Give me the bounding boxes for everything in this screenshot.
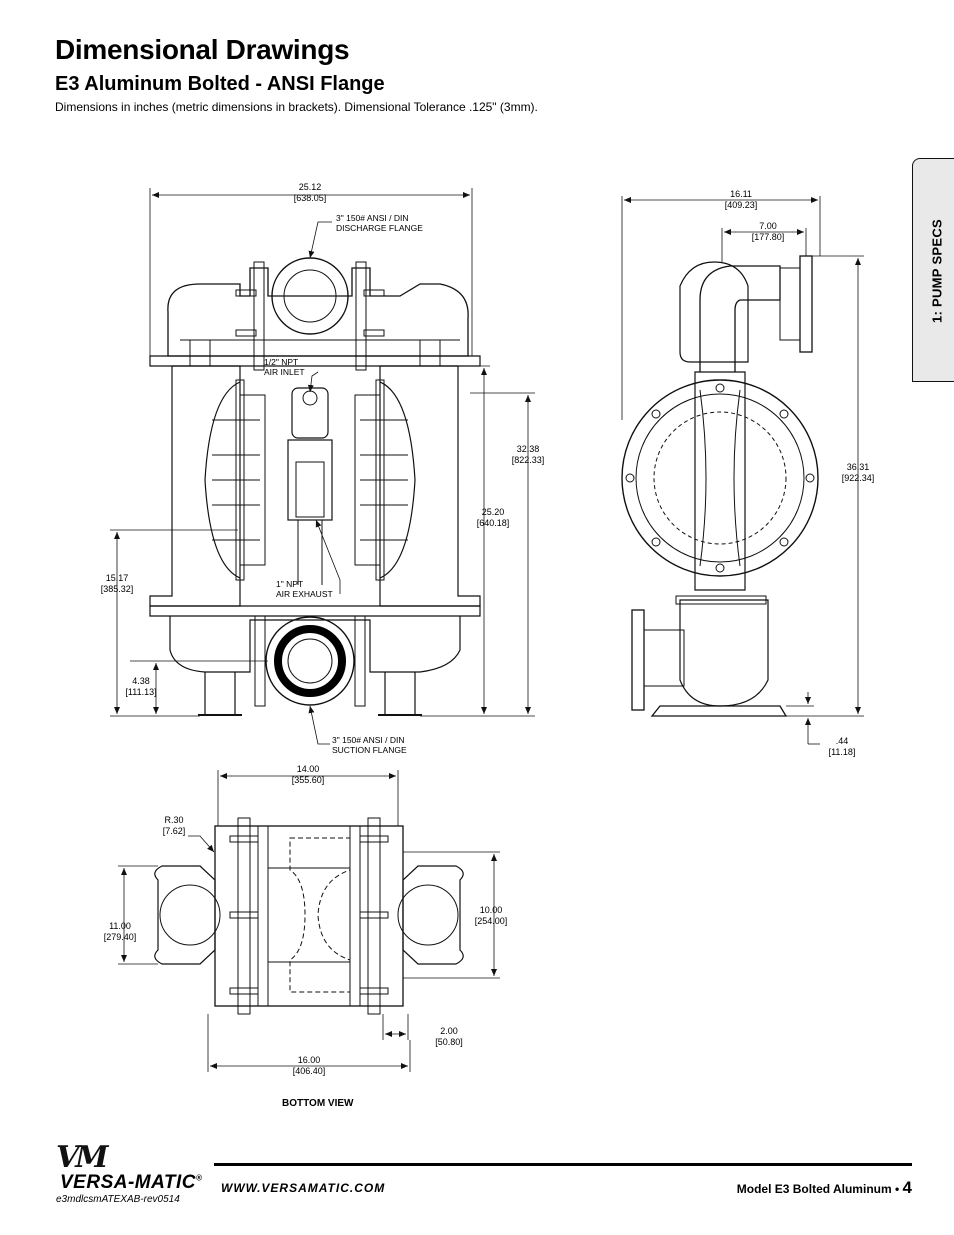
section-tab[interactable]: 1: PUMP SPECS bbox=[912, 158, 954, 382]
dim-bottom-depth: 11.00 bbox=[109, 921, 131, 931]
dim-flange-offset-metric: [177.80] bbox=[752, 232, 785, 242]
dim-foot-height-metric: [11.18] bbox=[829, 747, 856, 757]
dim-side-depth-metric: [409.23] bbox=[725, 200, 758, 210]
side-view-dimensions bbox=[621, 196, 864, 745]
dim-slot-length: 2.00 bbox=[440, 1026, 458, 1036]
dim-slot-length-metric: [50.80] bbox=[435, 1037, 463, 1047]
callout-discharge-line2: DISCHARGE FLANGE bbox=[336, 223, 423, 233]
dim-side-height-metric: [922.34] bbox=[842, 473, 875, 483]
front-view-dimensions bbox=[110, 188, 535, 745]
dim-flange-offset: 7.00 bbox=[759, 221, 777, 231]
dim-side-height: 36.31 bbox=[847, 462, 870, 472]
bottom-view bbox=[154, 817, 464, 1015]
callout-air-exhaust-line2: AIR EXHAUST bbox=[276, 589, 333, 599]
dim-discharge-height: 25.20 bbox=[482, 507, 505, 517]
logo-script-mark: VM bbox=[56, 1140, 109, 1175]
page-title: Dimensional Drawings bbox=[55, 34, 350, 65]
dim-overall-height: 32.38 bbox=[517, 444, 540, 454]
website-link[interactable]: WWW.VERSAMATIC.COM bbox=[221, 1181, 386, 1195]
page-number: 4 bbox=[902, 1178, 912, 1197]
dim-base-width: 16.00 bbox=[298, 1055, 321, 1065]
dim-side-depth: 16.11 bbox=[730, 189, 752, 199]
logo-text: VERSA-MATIC bbox=[60, 1172, 197, 1193]
versa-matic-logo: VM VERSA-MATIC® bbox=[56, 1140, 202, 1193]
dim-base-width-metric: [406.40] bbox=[293, 1066, 326, 1076]
dim-mount-depth: 10.00 bbox=[480, 905, 503, 915]
dim-suction-height: 4.38 bbox=[132, 676, 150, 686]
front-view bbox=[149, 257, 481, 716]
callout-air-inlet-line1: 1/2" NPT bbox=[264, 357, 298, 367]
document-id: e3mdlcsmATEXAB-rev0514 bbox=[56, 1194, 180, 1205]
dim-mount-depth-metric: [254.00] bbox=[475, 916, 508, 926]
model-label: Model E3 Bolted Aluminum • 4 bbox=[737, 1178, 912, 1198]
callout-air-inlet-line2: AIR INLET bbox=[264, 367, 305, 377]
model-name: Model E3 Bolted Aluminum • bbox=[736, 1182, 900, 1196]
dim-exhaust-height-metric: [385.32] bbox=[101, 584, 134, 594]
callout-suction-line2: SUCTION FLANGE bbox=[332, 745, 407, 755]
logo-wordmark: VERSA-MATIC® bbox=[60, 1172, 202, 1194]
dim-overall-width: 25.12 bbox=[299, 182, 322, 192]
bottom-view-dimensions bbox=[118, 770, 500, 1072]
dim-discharge-height-metric: [640.18] bbox=[477, 518, 510, 528]
footer-rule bbox=[214, 1163, 912, 1166]
callout-air-exhaust-line1: 1" NPT bbox=[276, 579, 303, 589]
page-subtitle: E3 Aluminum Bolted - ANSI Flange bbox=[55, 73, 385, 95]
side-view bbox=[621, 255, 819, 717]
callout-suction-line1: 3" 150# ANSI / DIN bbox=[332, 735, 404, 745]
dim-foot-height: .44 bbox=[836, 736, 849, 746]
dim-mount-width: 14.00 bbox=[297, 764, 320, 774]
registered-mark: ® bbox=[196, 1173, 203, 1183]
dim-slot-radius-metric: [7.62] bbox=[163, 826, 186, 836]
dim-bottom-depth-metric: [279.40] bbox=[104, 932, 137, 942]
callout-discharge-line1: 3" 150# ANSI / DIN bbox=[336, 213, 408, 223]
dim-overall-height-metric: [822.33] bbox=[512, 455, 545, 465]
dim-slot-radius: R.30 bbox=[164, 815, 183, 825]
callout-labels: 3" 150# ANSI / DIN DISCHARGE FLANGE 1/2"… bbox=[264, 213, 423, 1109]
dimension-labels: 25.12 [638.05] 32.38 [822.33] 25.20 [640… bbox=[101, 182, 875, 1076]
dim-suction-height-metric: [111.13] bbox=[125, 687, 156, 697]
dim-overall-width-metric: [638.05] bbox=[294, 193, 327, 203]
dim-mount-width-metric: [355.60] bbox=[292, 775, 325, 785]
bottom-view-label: BOTTOM VIEW bbox=[282, 1098, 354, 1109]
dim-exhaust-height: 15.17 bbox=[106, 573, 129, 583]
dimension-note: Dimensions in inches (metric dimensions … bbox=[55, 100, 538, 114]
